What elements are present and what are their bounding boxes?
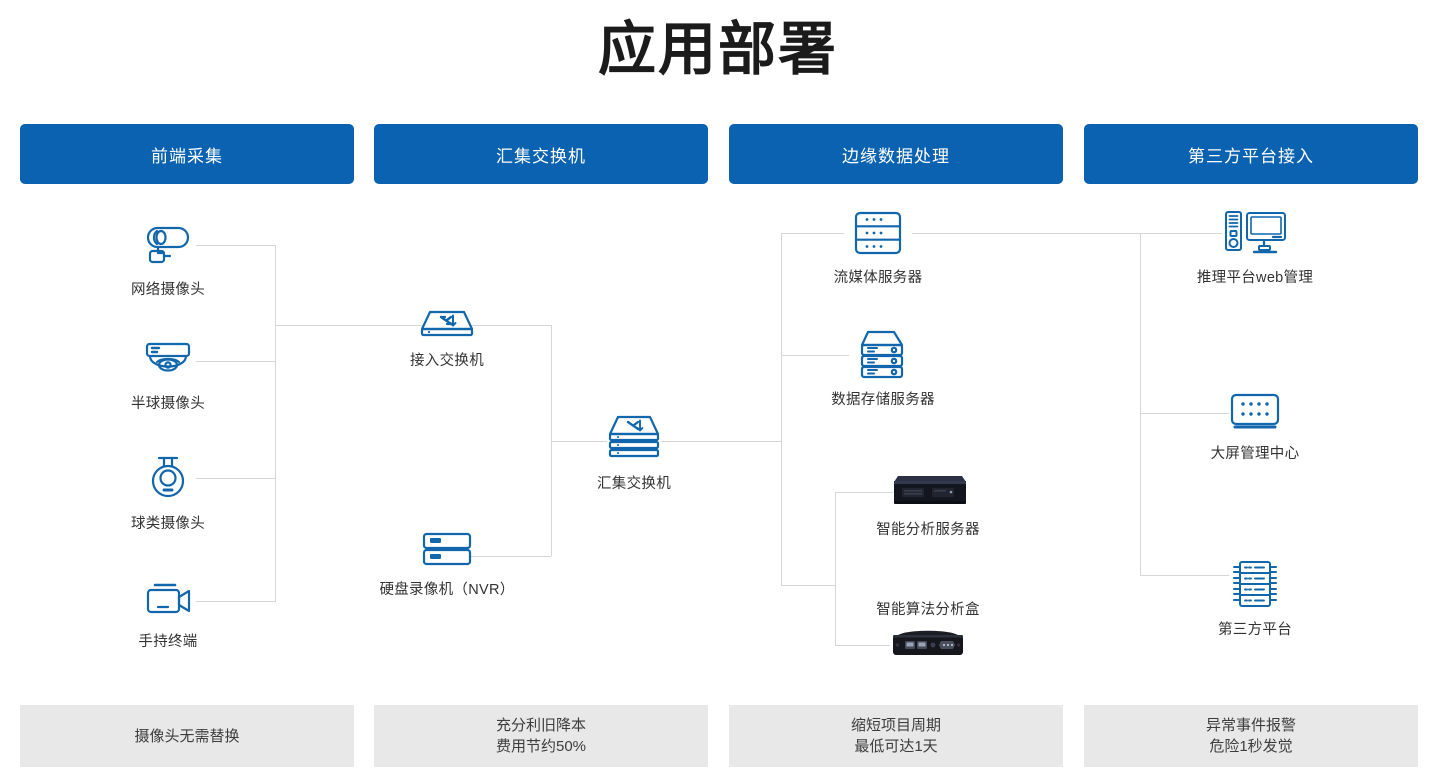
connector-display-center-in bbox=[1140, 413, 1229, 414]
connector-access-switch-out bbox=[471, 325, 551, 326]
ptz-camera-icon bbox=[137, 452, 199, 504]
footer-box-third-party-access: 异常事件报警 危险1秒发觉 bbox=[1084, 705, 1418, 767]
node-label: 第三方平台 bbox=[1218, 622, 1292, 638]
node-dome-camera[interactable]: 半球摄像头 bbox=[128, 338, 208, 413]
connector-third-party-in bbox=[1140, 575, 1229, 576]
footer-line: 费用节约50% bbox=[495, 738, 587, 755]
nvr-icon bbox=[415, 528, 479, 570]
connector-storage-server-in bbox=[781, 355, 849, 356]
node-aggregation-switch[interactable]: 汇集交换机 bbox=[594, 412, 674, 493]
desktop-pc-icon bbox=[1218, 208, 1292, 258]
connector-analysis-subbus bbox=[835, 492, 836, 645]
column-header-edge-data-processing[interactable]: 边缘数据处理 bbox=[729, 124, 1063, 184]
node-label: 流媒体服务器 bbox=[833, 270, 923, 286]
column-header-label: 第三方平台接入 bbox=[1188, 146, 1314, 166]
connector-network-camera bbox=[196, 245, 275, 246]
connector-nvr-out bbox=[471, 556, 551, 557]
node-access-switch[interactable]: 接入交换机 bbox=[407, 303, 487, 370]
connector-aggregation-switch-out bbox=[661, 441, 781, 442]
node-handheld-terminal[interactable]: 手持终端 bbox=[128, 578, 208, 651]
column-header-aggregation-switch[interactable]: 汇集交换机 bbox=[374, 124, 708, 184]
column-header-third-party-access[interactable]: 第三方平台接入 bbox=[1084, 124, 1418, 184]
storage-server-icon bbox=[854, 328, 912, 380]
stacked-switch-icon bbox=[602, 412, 666, 464]
column-header-front-end-collection[interactable]: 前端采集 bbox=[20, 124, 354, 184]
node-label: 汇集交换机 bbox=[597, 476, 671, 492]
node-third-party[interactable]: 第三方平台 bbox=[1208, 558, 1302, 639]
node-label: 大屏管理中心 bbox=[1210, 446, 1300, 462]
node-label: 半球摄像头 bbox=[131, 396, 205, 412]
connector-streaming-server-in bbox=[781, 233, 844, 234]
connector-ptz-camera bbox=[196, 478, 275, 479]
connector-column2-bus bbox=[551, 325, 552, 556]
dome-camera-icon bbox=[137, 338, 199, 384]
connector-web-management-in bbox=[1140, 233, 1222, 234]
camcorder-icon bbox=[137, 578, 199, 622]
rack-server-icon bbox=[849, 208, 907, 258]
node-label: 智能算法分析盒 bbox=[876, 602, 980, 618]
footer-line: 摄像头无需替换 bbox=[134, 727, 240, 745]
column-header-label: 汇集交换机 bbox=[496, 146, 586, 166]
footer-box-edge-data-processing: 缩短项目周期 最低可达1天 bbox=[729, 705, 1063, 767]
node-analysis-server[interactable]: 智能分析服务器 bbox=[868, 472, 988, 539]
node-nvr[interactable]: 硬盘录像机（NVR） bbox=[379, 528, 514, 599]
node-algorithm-box[interactable]: 智能算法分析盒 bbox=[868, 598, 988, 661]
node-label: 网络摄像头 bbox=[131, 282, 205, 298]
server-rack-icon bbox=[1224, 558, 1286, 610]
footer-line: 危险1秒发觉 bbox=[1209, 738, 1293, 755]
connector-bus-to-access-switch bbox=[275, 325, 423, 326]
column-header-label: 边缘数据处理 bbox=[842, 146, 950, 166]
footer-line: 最低可达1天 bbox=[854, 738, 938, 755]
node-label: 硬盘录像机（NVR） bbox=[379, 582, 515, 598]
node-label: 接入交换机 bbox=[410, 353, 484, 369]
node-display-center[interactable]: 大屏管理中心 bbox=[1200, 390, 1310, 463]
connector-algorithm-box-in bbox=[835, 645, 890, 646]
footer-line: 缩短项目周期 bbox=[850, 717, 941, 734]
connector-analysis-branch-in bbox=[781, 585, 835, 586]
node-label: 智能分析服务器 bbox=[876, 522, 980, 538]
node-ptz-camera[interactable]: 球类摄像头 bbox=[128, 452, 208, 533]
node-web-management[interactable]: 推理平台web管理 bbox=[1192, 208, 1318, 287]
node-label: 球类摄像头 bbox=[131, 516, 205, 532]
node-label: 推理平台web管理 bbox=[1196, 270, 1314, 286]
node-label: 数据存储服务器 bbox=[831, 392, 935, 408]
switch-icon bbox=[415, 303, 479, 341]
connector-column4-bus bbox=[1140, 233, 1141, 575]
connector-handheld-terminal bbox=[196, 601, 275, 602]
bullet-camera-icon bbox=[137, 222, 199, 270]
footer-box-aggregation-switch: 充分利旧降本 费用节约50% bbox=[374, 705, 708, 767]
connector-column1-bus bbox=[275, 245, 276, 602]
connector-to-column4-top bbox=[912, 233, 1140, 234]
connector-bus-to-aggregation-switch bbox=[551, 441, 607, 442]
footer-box-front-end-collection: 摄像头无需替换 bbox=[20, 705, 354, 767]
node-streaming-server[interactable]: 流媒体服务器 bbox=[834, 208, 922, 287]
node-label: 手持终端 bbox=[138, 634, 198, 650]
node-network-camera[interactable]: 网络摄像头 bbox=[128, 222, 208, 299]
footer-line: 充分利旧降本 bbox=[495, 717, 586, 734]
edge-box-icon bbox=[887, 627, 969, 661]
video-wall-icon bbox=[1224, 390, 1286, 434]
page-title: 应用部署 bbox=[597, 17, 838, 82]
footer-line: 异常事件报警 bbox=[1205, 717, 1296, 734]
node-storage-server[interactable]: 数据存储服务器 bbox=[831, 328, 935, 409]
connector-column3-bus bbox=[781, 233, 782, 585]
rackmount-appliance-icon bbox=[888, 472, 968, 510]
connector-analysis-server-in bbox=[835, 492, 893, 493]
connector-dome-camera bbox=[196, 361, 275, 362]
column-header-label: 前端采集 bbox=[151, 146, 223, 166]
